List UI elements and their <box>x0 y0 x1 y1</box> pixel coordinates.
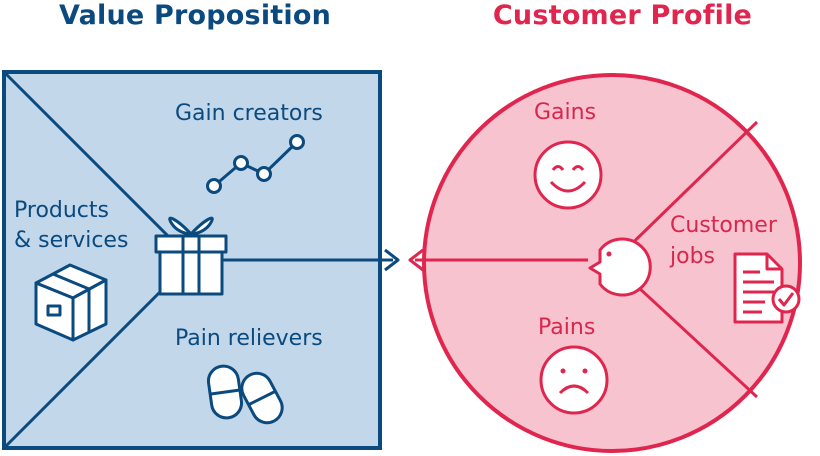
pills-icon <box>206 364 284 425</box>
products-services-label-line2: & services <box>14 228 129 253</box>
products-services-label-line1: Products <box>14 198 109 223</box>
value-proposition-title: Value Proposition <box>58 0 332 31</box>
pains-label: Pains <box>538 315 596 340</box>
document-check-icon <box>733 252 801 324</box>
fit-arrow <box>222 248 588 272</box>
gains-label: Gains <box>534 100 597 125</box>
customer-jobs-label-line2: jobs <box>670 244 715 269</box>
customer-jobs-label-line1: Customer <box>670 213 777 238</box>
gain-creators-label: Gain creators <box>175 101 323 126</box>
pain-relievers-label: Pain relievers <box>175 326 323 351</box>
customer-head-icon <box>588 237 652 297</box>
gift-icon <box>154 216 228 296</box>
line-chart-icon <box>206 134 305 194</box>
box-icon <box>34 263 108 342</box>
sad-face-icon <box>539 345 609 415</box>
customer-profile-title: Customer Profile <box>492 0 753 31</box>
smiley-icon <box>533 140 603 210</box>
